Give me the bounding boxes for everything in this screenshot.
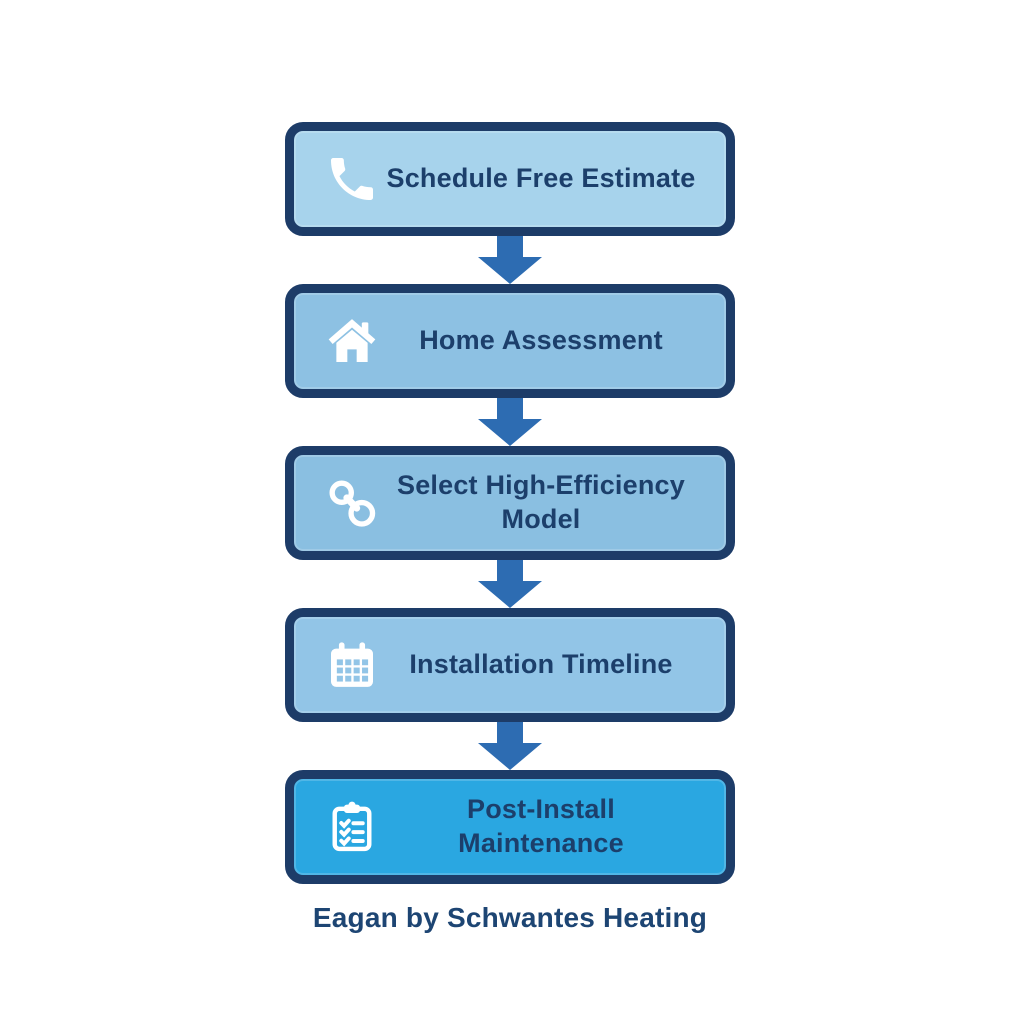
- step-label-line-2: Maintenance: [458, 828, 624, 858]
- step-label: Post-Install Maintenance: [384, 793, 708, 861]
- process-flow: Schedule Free Estimate Home Assessment: [285, 122, 735, 884]
- down-arrow-icon: [478, 398, 542, 446]
- home-icon: [320, 309, 384, 373]
- step-label-line-1: Post-Install: [467, 794, 615, 825]
- diagram-caption: Eagan by Schwantes Heating: [312, 902, 708, 933]
- down-arrow-icon: [478, 560, 542, 608]
- step-label: Home Assessment: [419, 325, 663, 356]
- down-arrow-icon: [478, 722, 542, 770]
- step-box-post-install-maintenance: Post-Install Maintenance: [285, 770, 735, 884]
- clipboard-checklist-icon: [320, 795, 384, 859]
- step-box-schedule-estimate: Schedule Free Estimate: [285, 122, 735, 236]
- calendar-icon: [320, 633, 384, 697]
- step-label: Installation Timeline: [409, 649, 673, 680]
- step-label: Schedule Free Estimate: [386, 163, 696, 194]
- step-box-installation-timeline: Installation Timeline: [285, 608, 735, 722]
- link-icon: [320, 471, 384, 535]
- step-box-home-assessment: Home Assessment: [285, 284, 735, 398]
- step-box-select-model: Select High-Efficiency Model: [285, 446, 735, 560]
- step-label: Select High-Efficiency Model: [397, 470, 685, 534]
- down-arrow-icon: [478, 236, 542, 284]
- phone-icon: [320, 147, 384, 211]
